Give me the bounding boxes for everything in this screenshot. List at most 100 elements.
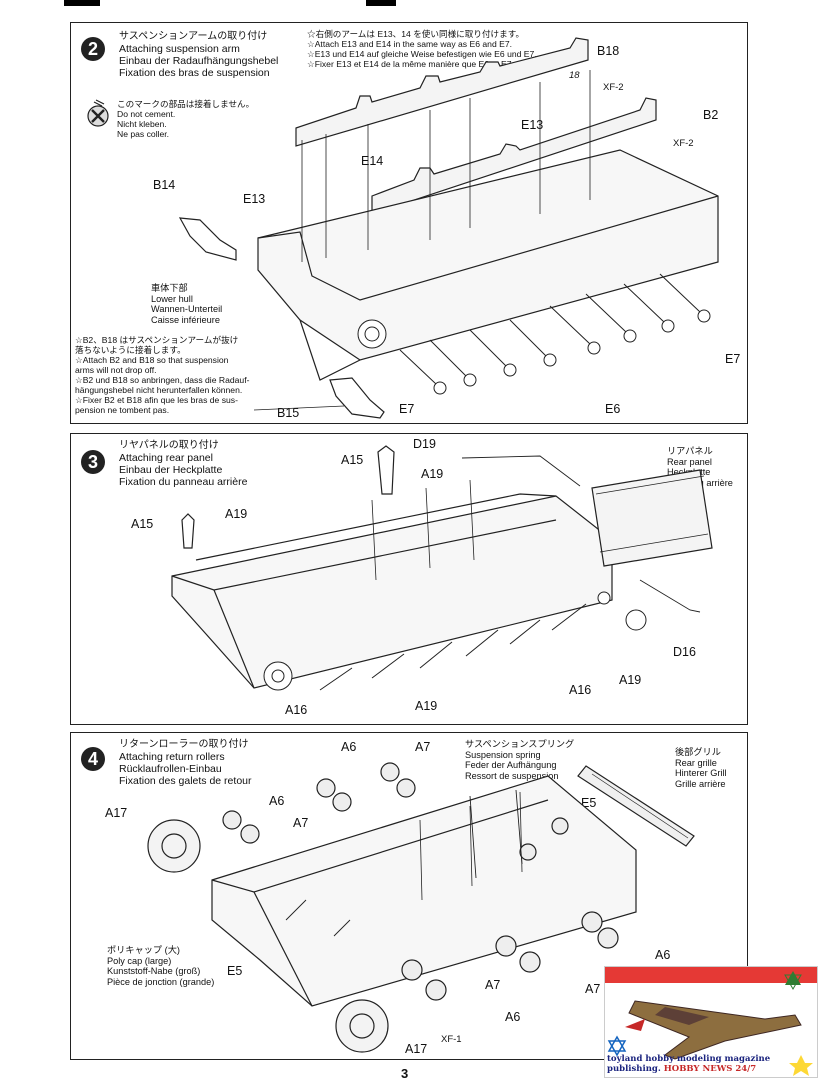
b2-note-line: pension ne tombent pas. <box>75 405 170 415</box>
label-xf2-a: XF-2 <box>603 82 624 93</box>
label-e13-top: E13 <box>521 118 544 132</box>
label-a17-top: A17 <box>105 806 128 820</box>
step-2-title-fr: Fixation des bras de suspension <box>119 67 270 79</box>
label-a15-top: A15 <box>341 453 364 467</box>
step-2-title: サスペンションアームの取り付け Attaching suspension arm… <box>119 31 278 79</box>
label-a16-left: A16 <box>285 703 308 717</box>
label-a6-top: A6 <box>341 740 357 754</box>
label-a6-bottom: A6 <box>505 1010 521 1024</box>
note-jp: ☆右側のアームは E13、14 を使い同様に取り付けます。 <box>307 29 525 39</box>
label-e5-left: E5 <box>227 964 243 978</box>
label-b2: B2 <box>703 108 719 122</box>
label-a19-right: A19 <box>619 673 642 687</box>
b2-note-line: ☆B2、B18 はサスペンションアームが抜け <box>75 335 239 345</box>
note-en: ☆Attach E13 and E14 in the same way as E… <box>307 39 513 49</box>
poly-cap-label: ポリキャップ (大) Poly cap (large) Kunststoff-N… <box>107 945 214 987</box>
page-number: 3 <box>401 1066 409 1081</box>
b2-b18-note: ☆B2、B18 はサスペンションアームが抜け落ちないように接着します。☆Atta… <box>75 335 275 415</box>
suspension-spring-label: サスペンションスプリング Suspension spring Feder der… <box>465 739 574 781</box>
rear-jp: リアパネル <box>667 446 713 456</box>
label-d19: D19 <box>413 437 436 451</box>
grille-en: Rear grille <box>675 757 717 768</box>
label-b18: B18 <box>597 44 620 58</box>
label-a7-top: A7 <box>415 740 431 754</box>
b2-note-line: 落ちないように接着します。 <box>75 345 186 355</box>
label-a7-right: A7 <box>585 982 601 996</box>
note-fr: ☆Fixer E13 et E14 de la même manière que… <box>307 59 514 69</box>
label-d16: D16 <box>673 645 696 659</box>
cement-de: Nicht kleben. <box>117 119 167 129</box>
label-e7-left: E7 <box>399 402 415 416</box>
cement-fr: Ne pas coller. <box>117 129 170 139</box>
step-3-title: リヤパネルの取り付け Attaching rear panel Einbau d… <box>119 440 247 488</box>
ad-line1: toyland hobby modeling magazine <box>607 1054 771 1064</box>
grille-fr: Grille arrière <box>675 778 726 789</box>
label-a19-top: A19 <box>421 467 444 481</box>
hull-de: Wannen-Unterteil <box>151 304 223 315</box>
hull-jp: 車体下部 <box>151 283 188 293</box>
ad-line2: publishing. HOBBY NEWS 24/7 <box>607 1064 817 1074</box>
label-18: 18 <box>569 70 580 81</box>
label-a16-right: A16 <box>569 683 592 697</box>
spring-en: Suspension spring <box>465 749 541 760</box>
grille-jp: 後部グリル <box>675 747 721 757</box>
label-a19-bottom: A19 <box>415 699 438 713</box>
top-edge-mark-left <box>64 0 100 6</box>
rear-grille-label: 後部グリル Rear grille Hinterer Grill Grille … <box>675 747 727 789</box>
watermark-ad: toyland hobby modeling magazine publishi… <box>604 966 818 1078</box>
no-cement-icon <box>87 99 109 127</box>
poly-en: Poly cap (large) <box>107 955 172 966</box>
step-2-title-de: Einbau der Radaufhängungshebel <box>119 55 279 67</box>
step-4-title-en: Attaching return rollers <box>119 751 225 763</box>
label-e7-right: E7 <box>725 352 741 366</box>
step-4-title-de: Rücklaufrollen-Einbau <box>119 763 222 775</box>
step-2-title-en: Attaching suspension arm <box>119 43 240 55</box>
step-3-title-jp: リヤパネルの取り付け <box>119 440 219 451</box>
label-a7-left: A7 <box>293 816 309 830</box>
grille-de: Hinterer Grill <box>675 768 727 779</box>
label-e6: E6 <box>605 402 621 416</box>
step-4-number: 4 <box>81 747 105 771</box>
step-3-title-de: Einbau der Heckplatte <box>119 464 223 476</box>
cement-en: Do not cement. <box>117 109 176 119</box>
step-2-number: 2 <box>81 37 105 61</box>
poly-jp: ポリキャップ (大) <box>107 945 180 955</box>
lower-hull-label: 車体下部 Lower hull Wannen-Unterteil Caisse … <box>151 283 222 325</box>
top-edge-mark-right <box>366 0 396 6</box>
ad-line2-text: publishing. <box>607 1064 661 1074</box>
b2-note-line: arms will not drop off. <box>75 365 157 375</box>
hull-fr: Caisse inférieure <box>151 314 220 325</box>
label-b15: B15 <box>277 406 300 420</box>
poly-de: Kunststoff-Nabe (groß) <box>107 966 201 977</box>
label-b14: B14 <box>153 178 176 192</box>
step-3-title-en: Attaching rear panel <box>119 452 213 464</box>
b2-note-line: ☆Fixer B2 et B18 afin que les bras de su… <box>75 395 238 405</box>
step-4-title-fr: Fixation des galets de retour <box>119 775 252 787</box>
step-2-e13-note: ☆右側のアームは E13、14 を使い同様に取り付けます。 ☆Attach E1… <box>307 29 537 69</box>
ad-line3: HOBBY NEWS 24/7 <box>663 1064 757 1074</box>
poly-fr: Pièce de jonction (grande) <box>107 976 215 987</box>
spring-jp: サスペンションスプリング <box>465 739 575 749</box>
label-a6-right: A6 <box>655 948 671 962</box>
label-e14: E14 <box>361 154 384 168</box>
ad-caption: toyland hobby modeling magazine publishi… <box>607 1054 817 1074</box>
rear-en: Rear panel <box>667 456 712 467</box>
label-a15-left: A15 <box>131 517 154 531</box>
step-4-title-jp: リターンローラーの取り付け <box>119 739 249 750</box>
step-2-title-jp: サスペンションアームの取り付け <box>119 31 268 42</box>
label-xf2-b: XF-2 <box>673 138 694 149</box>
hull-en: Lower hull <box>151 293 193 304</box>
cement-jp: このマークの部品は接着しません。 <box>117 99 255 109</box>
label-e13-left: E13 <box>243 192 266 206</box>
b2-note-line: ☆B2 und B18 so anbringen, dass die Radau… <box>75 375 250 385</box>
spring-de: Feder der Aufhängung <box>465 760 557 771</box>
do-not-cement-note: このマークの部品は接着しません。 Do not cement. Nicht kl… <box>117 99 254 139</box>
note-de: ☆E13 und E14 auf gleiche Weise befestige… <box>307 49 537 59</box>
step-4-title: リターンローラーの取り付け Attaching return rollers R… <box>119 739 252 787</box>
b2-note-line: ☆Attach B2 and B18 so that suspension <box>75 355 229 365</box>
aircraft-image-icon <box>605 967 817 1076</box>
label-a19-left: A19 <box>225 507 248 521</box>
spring-fr: Ressort de suspension <box>465 770 559 781</box>
step-3-title-fr: Fixation du panneau arrière <box>119 476 248 488</box>
